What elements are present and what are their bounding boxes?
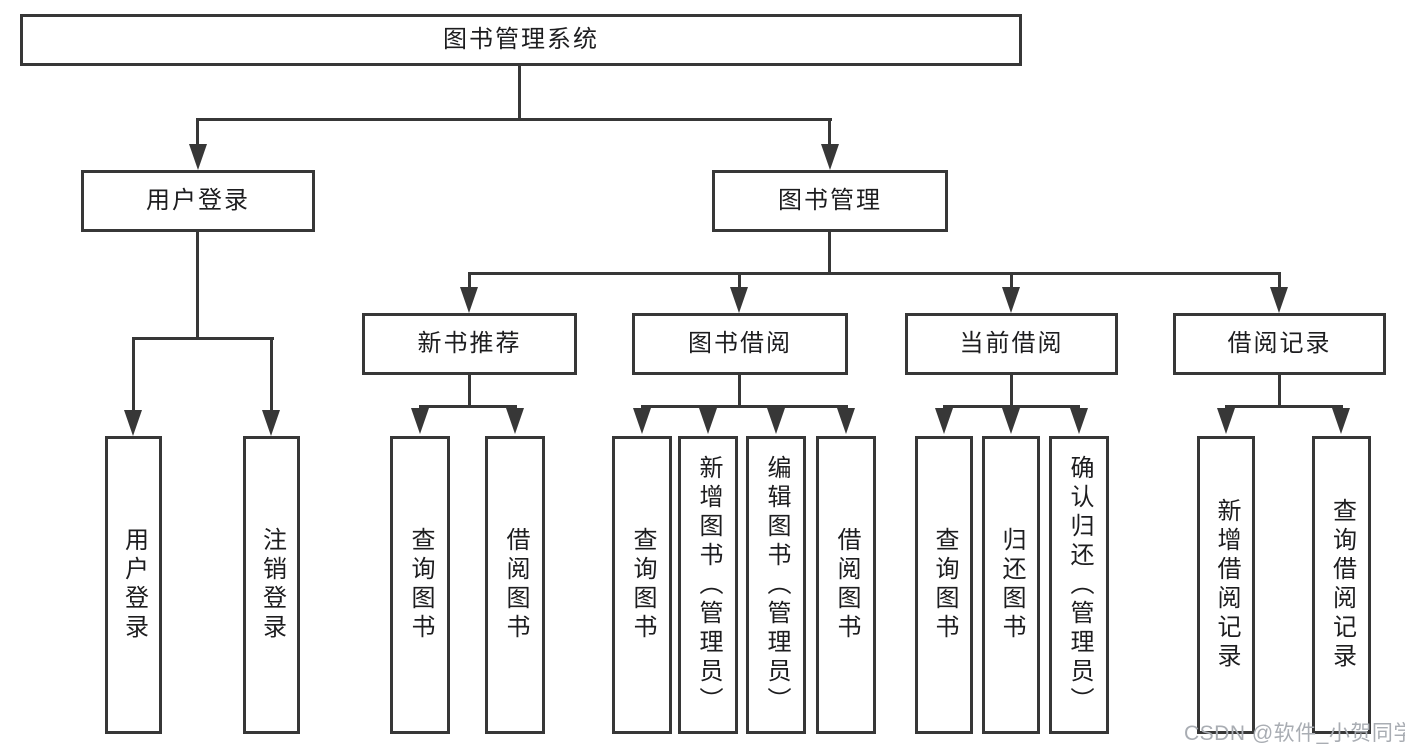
leaf-confirm-return-admin: 确认归还（管理员）	[1049, 436, 1109, 734]
edge-user-login-down	[196, 232, 199, 340]
edge-records-down	[1278, 375, 1281, 408]
node-root: 图书管理系统	[20, 14, 1022, 66]
node-current-borrow: 当前借阅	[905, 313, 1118, 375]
arrow-down-icon	[1270, 287, 1288, 313]
edge-level2-bar	[196, 118, 832, 121]
node-label: 图书借阅	[688, 330, 792, 357]
leaf-borrow-books: 借阅图书	[816, 436, 876, 734]
edge-leaf-stub	[270, 337, 273, 411]
edge-current-bar	[943, 405, 1080, 408]
leaf-label: 新增借阅记录	[1213, 498, 1240, 672]
arrow-down-icon	[124, 410, 142, 436]
leaf-borrow-books-recommend: 借阅图书	[485, 436, 545, 734]
node-root-label: 图书管理系统	[443, 26, 599, 53]
leaf-label: 注销登录	[258, 527, 286, 643]
edge-leaf-stub	[132, 337, 135, 411]
arrow-down-icon	[1002, 287, 1020, 313]
arrow-down-icon	[935, 408, 953, 434]
edge-current-down	[1010, 375, 1013, 408]
node-label: 新书推荐	[417, 330, 522, 357]
node-label: 当前借阅	[959, 330, 1064, 357]
arrow-down-icon	[767, 408, 785, 434]
leaf-label: 借阅图书	[833, 527, 860, 643]
leaf-query-books-borrow: 查询图书	[612, 436, 672, 734]
leaf-label: 新增图书（管理员）	[695, 454, 722, 716]
edge-level3-stub	[1010, 272, 1013, 290]
leaf-query-borrow-record: 查询借阅记录	[1312, 436, 1371, 734]
arrow-down-icon	[411, 408, 429, 434]
node-label: 用户登录	[146, 187, 250, 214]
leaf-return-books: 归还图书	[982, 436, 1040, 734]
arrow-down-icon	[633, 408, 651, 434]
node-book-management: 图书管理	[712, 170, 948, 232]
leaf-label: 确认归还（管理员）	[1066, 454, 1093, 716]
leaf-label: 查询图书	[629, 527, 656, 643]
arrow-down-icon	[460, 287, 478, 313]
arrow-down-icon	[730, 287, 748, 313]
arrow-down-icon	[189, 144, 207, 170]
leaf-label: 编辑图书（管理员）	[763, 454, 790, 716]
arrow-down-icon	[821, 144, 839, 170]
arrow-down-icon	[1070, 408, 1088, 434]
node-user-login: 用户登录	[81, 170, 315, 232]
csdn-watermark: CSDN @软件_小贺同学	[1184, 722, 1405, 745]
edge-book-mgmt-stub	[828, 118, 831, 148]
leaf-add-book-admin: 新增图书（管理员）	[678, 436, 738, 734]
leaf-label: 查询借阅记录	[1328, 498, 1356, 672]
edge-records-bar	[1225, 405, 1343, 408]
leaf-label: 用户登录	[120, 527, 148, 643]
arrow-down-icon	[1002, 408, 1020, 434]
edge-book-mgmt-down	[828, 232, 831, 275]
edge-level3-stub	[468, 272, 471, 290]
leaf-query-books-current: 查询图书	[915, 436, 973, 734]
leaf-add-borrow-record: 新增借阅记录	[1197, 436, 1255, 734]
edge-level3-bar	[468, 272, 1281, 275]
edge-borrow-down	[738, 375, 741, 408]
arrow-down-icon	[837, 408, 855, 434]
edge-borrow-bar	[641, 405, 848, 408]
node-new-book-recommend: 新书推荐	[362, 313, 577, 375]
leaf-user-login: 用户登录	[105, 436, 162, 734]
edge-level3-stub	[738, 272, 741, 290]
leaf-label: 归还图书	[998, 527, 1025, 643]
edge-user-login-stub	[196, 118, 199, 148]
arrow-down-icon	[506, 408, 524, 434]
leaf-query-books-recommend: 查询图书	[390, 436, 450, 734]
leaf-label: 查询图书	[931, 527, 958, 643]
edge-newbook-down	[468, 375, 471, 408]
node-label: 图书管理	[778, 187, 882, 214]
arrow-down-icon	[1332, 408, 1350, 434]
leaf-label: 查询图书	[407, 527, 434, 643]
arrow-down-icon	[262, 410, 280, 436]
node-borrow-records: 借阅记录	[1173, 313, 1386, 375]
leaf-edit-book-admin: 编辑图书（管理员）	[746, 436, 806, 734]
node-book-borrow: 图书借阅	[632, 313, 848, 375]
arrow-down-icon	[1217, 408, 1235, 434]
arrow-down-icon	[699, 408, 717, 434]
edge-root-stem	[518, 66, 521, 121]
leaf-logout: 注销登录	[243, 436, 300, 734]
edge-user-login-bar	[132, 337, 274, 340]
leaf-label: 借阅图书	[502, 527, 529, 643]
edge-level3-stub	[1278, 272, 1281, 290]
node-label: 借阅记录	[1227, 330, 1332, 357]
edge-newbook-bar	[419, 405, 517, 408]
